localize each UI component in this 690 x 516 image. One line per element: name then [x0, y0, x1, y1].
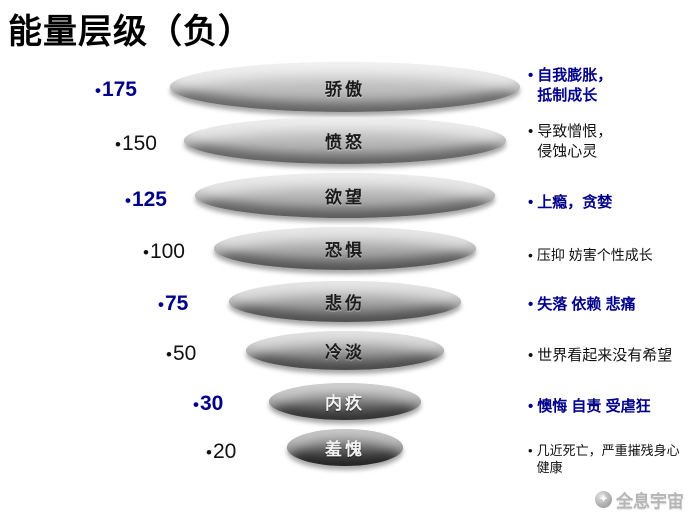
note-text: 几近死亡，严重摧残身心健康 [536, 443, 680, 475]
disc-label: 欲望 [325, 188, 365, 207]
level-number: 150 [121, 132, 157, 155]
funnel-disc-shame: 羞愧 [287, 429, 403, 466]
funnel-disc-fear: 恐惧 [214, 227, 476, 270]
level-number: 100 [149, 240, 185, 263]
level-note-150: •导致憎恨， 侵蚀心灵 [528, 122, 612, 161]
note-text: 自我膨胀， 抵制成长 [537, 67, 613, 104]
funnel-disc-guilt: 内疚 [269, 383, 421, 420]
bullet-icon: • [528, 347, 534, 364]
level-number: 50 [172, 342, 197, 365]
bullet-icon: • [158, 295, 164, 314]
level-number: 175 [101, 78, 137, 101]
level-value-20: •20 [206, 440, 236, 464]
level-note-75: •失落 依赖 悲痛 [528, 295, 636, 315]
bullet-icon: • [528, 67, 534, 84]
funnel-disc-grief: 悲伤 [229, 281, 461, 322]
bullet-icon: • [95, 81, 101, 100]
level-value-50: •50 [166, 342, 196, 366]
bullet-icon: • [166, 345, 172, 364]
level-value-75: •75 [158, 292, 188, 316]
bullet-icon: • [193, 395, 199, 414]
level-value-30: •30 [193, 392, 223, 416]
level-note-30: •懊悔 自责 受虐狂 [528, 397, 651, 417]
note-text: 导致憎恨， 侵蚀心灵 [537, 123, 613, 160]
sparkle-globe-icon: ✦ [595, 491, 612, 508]
bullet-icon: • [125, 191, 131, 210]
bullet-icon: • [528, 443, 533, 458]
bullet-icon: • [143, 243, 149, 262]
level-number: 20 [212, 440, 237, 463]
bullet-icon: • [528, 194, 534, 211]
disc-label: 骄傲 [325, 79, 365, 99]
bullet-icon: • [528, 247, 533, 263]
note-text: 世界看起来没有希望 [537, 347, 673, 364]
funnel-disc-pride: 骄傲 [170, 62, 520, 112]
level-note-50: •世界看起来没有希望 [528, 346, 672, 366]
bullet-icon: • [528, 296, 534, 313]
level-note-125: •上瘾，贪婪 [528, 193, 612, 213]
note-text: 失落 依赖 悲痛 [537, 296, 636, 313]
note-text: 懊悔 自责 受虐狂 [537, 398, 651, 415]
bullet-icon: • [528, 123, 534, 140]
bullet-icon: • [115, 135, 121, 154]
level-value-175: •175 [95, 78, 137, 102]
level-note-20: •几近死亡，严重摧残身心健康 [528, 443, 690, 477]
level-note-175: •自我膨胀， 抵制成长 [528, 66, 612, 105]
note-text: 压抑 妨害个性成长 [536, 247, 653, 263]
bullet-icon: • [206, 443, 212, 462]
level-number: 75 [164, 292, 189, 315]
page-title: 能量层级（负） [8, 13, 253, 51]
level-note-100: •压抑 妨害个性成长 [528, 246, 653, 264]
funnel-disc-anger: 愤怒 [184, 117, 506, 164]
disc-label: 愤怒 [325, 133, 365, 152]
funnel-disc-apathy: 冷淡 [246, 331, 444, 370]
note-text: 上瘾，贪婪 [537, 194, 613, 211]
level-value-150: •150 [115, 132, 157, 156]
bullet-icon: • [528, 398, 534, 415]
disc-label: 恐惧 [325, 241, 365, 260]
disc-label: 冷淡 [325, 343, 365, 362]
level-number: 30 [199, 392, 224, 415]
watermark-label: 全息宇宙 [616, 492, 684, 511]
funnel-disc-desire: 欲望 [195, 173, 495, 218]
level-number: 125 [131, 188, 167, 211]
watermark: ✦ 全息宇宙 [595, 487, 684, 512]
disc-label: 内疚 [325, 394, 365, 413]
level-value-100: •100 [143, 240, 185, 264]
disc-label: 悲伤 [325, 294, 365, 313]
disc-label: 羞愧 [325, 440, 365, 459]
level-value-125: •125 [125, 188, 167, 212]
